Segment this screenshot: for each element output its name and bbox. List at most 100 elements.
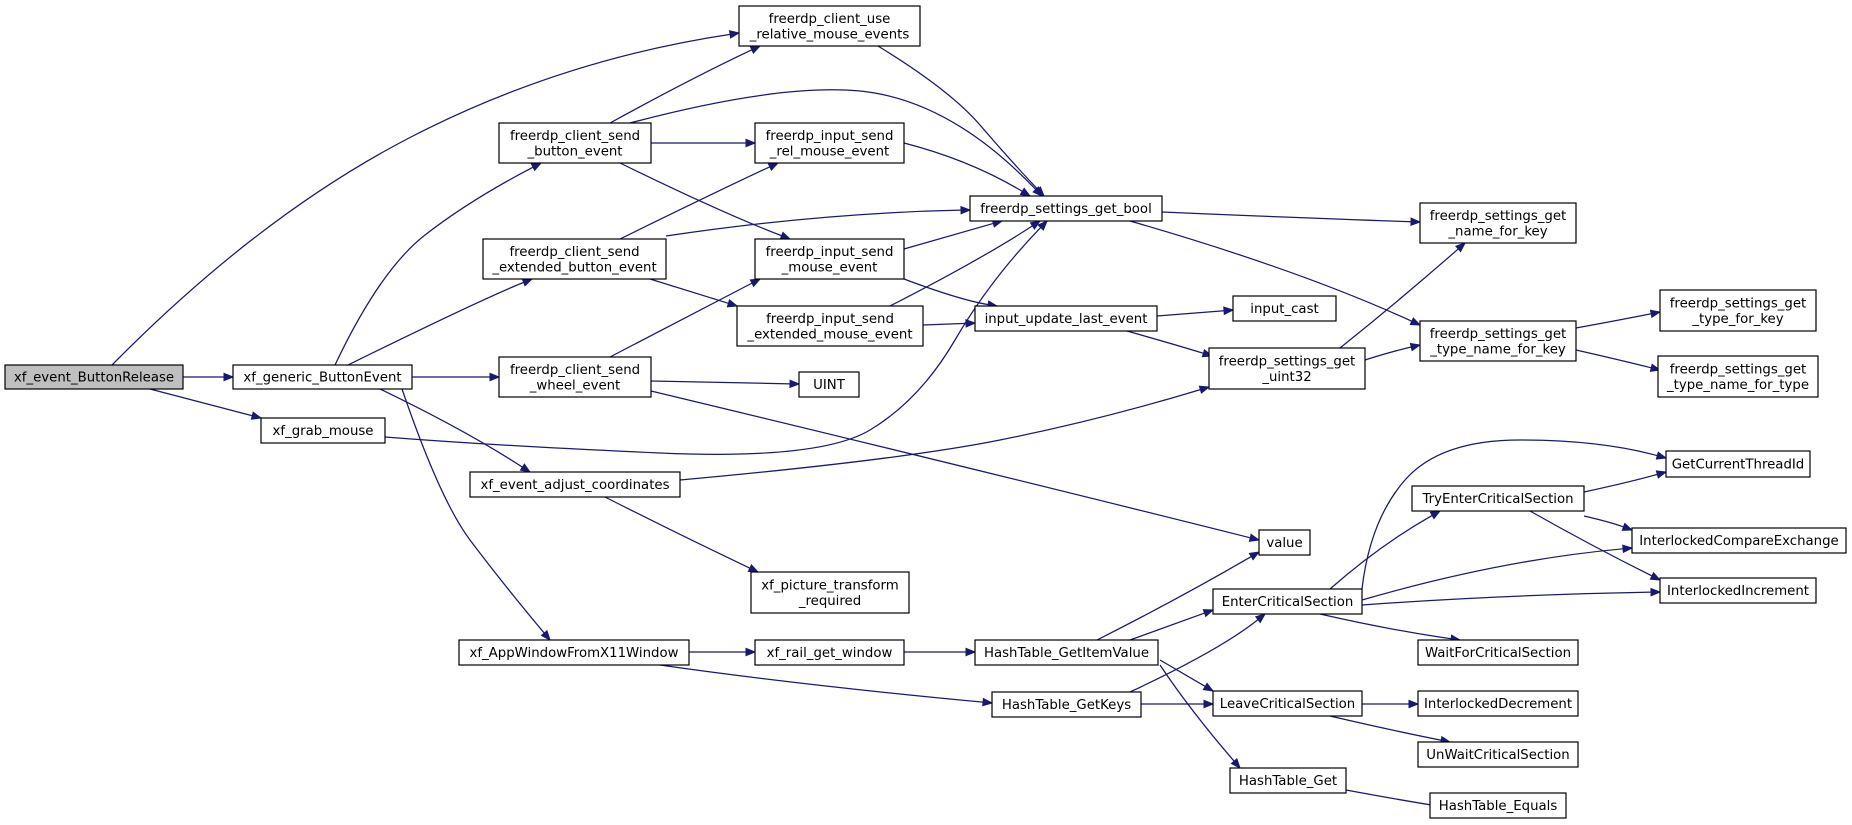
call-edge-n20-n25 [1339, 242, 1467, 349]
node-box [1258, 529, 1311, 556]
arrowhead-icon [1032, 186, 1043, 197]
function-node-n17[interactable]: HashTable_GetItemValue [974, 639, 1159, 666]
call-edge-n10-n16 [903, 278, 999, 309]
node-box [482, 238, 667, 280]
call-edge-n27-n35 [1583, 515, 1634, 531]
function-node-n13[interactable]: xf_picture_transform_required [750, 571, 910, 614]
arrowhead-icon [779, 231, 792, 240]
arrowhead-icon [1019, 187, 1032, 197]
function-node-n1[interactable]: xf_generic_ButtonEvent [232, 364, 413, 390]
function-node-n20[interactable]: freerdp_settings_get_uint32 [1208, 347, 1366, 390]
edge-line [1161, 211, 1412, 223]
node-label: _type_name_for_type [1666, 378, 1809, 393]
node-box [798, 371, 860, 398]
node-box [974, 639, 1159, 666]
call-edge-n6-n21 [650, 390, 1261, 542]
node-box [469, 471, 681, 498]
arrowhead-icon [1029, 220, 1042, 230]
node-box [498, 122, 652, 164]
node-box [4, 364, 184, 390]
call-edge-n4-n9 [651, 138, 757, 148]
function-node-n25[interactable]: freerdp_settings_get_name_for_key [1419, 202, 1577, 244]
edge-line [889, 225, 1033, 307]
arrowhead-icon [747, 564, 760, 573]
edge-line [379, 388, 523, 468]
arrowhead-icon [745, 647, 757, 657]
node-box [991, 691, 1142, 718]
edge-line [149, 388, 253, 417]
call-edge-n0-n2 [149, 388, 263, 420]
function-node-n0[interactable]: xf_event_ButtonRelease [4, 364, 184, 390]
call-edges [111, 30, 1668, 811]
function-node-n11[interactable]: freerdp_input_send_extended_mouse_event [736, 305, 924, 347]
node-label: UINT [813, 378, 846, 393]
call-edge-n2-n15 [384, 220, 1048, 455]
arrowhead-icon [1202, 609, 1215, 618]
edge-line [877, 45, 1039, 190]
arrowhead-icon [489, 372, 501, 382]
edge-line [334, 166, 534, 366]
node-box [1665, 450, 1811, 478]
edge-line [1529, 510, 1653, 577]
edge-line [629, 89, 1037, 190]
function-node-n21[interactable]: value [1258, 529, 1311, 556]
function-node-n30[interactable]: UnWaitCriticalSection [1417, 741, 1579, 768]
edge-line [619, 166, 771, 240]
function-node-n4[interactable]: freerdp_client_send_button_event [498, 122, 652, 164]
function-node-n32[interactable]: freerdp_settings_get_type_for_key [1659, 289, 1817, 332]
node-label: freerdp_settings_get [1219, 354, 1356, 369]
node-box [1208, 347, 1366, 390]
function-node-n2[interactable]: xf_grab_mouse [260, 417, 386, 444]
edge-line [609, 49, 753, 124]
function-node-n33[interactable]: freerdp_settings_get_type_name_for_type [1657, 355, 1819, 398]
function-node-n22[interactable]: EnterCriticalSection [1212, 588, 1363, 615]
arrowhead-icon [521, 278, 534, 287]
node-box [1659, 577, 1817, 604]
arrowhead-icon [767, 162, 780, 171]
call-edge-n17-n23 [1159, 659, 1215, 692]
function-node-n8[interactable]: xf_AppWindowFromX11Window [458, 639, 690, 666]
function-node-n26[interactable]: freerdp_settings_get_type_name_for_key [1419, 320, 1577, 362]
function-node-n36[interactable]: InterlockedIncrement [1659, 577, 1817, 604]
node-label: freerdp_input_send [766, 129, 894, 144]
edge-line [650, 380, 791, 385]
function-node-n34[interactable]: GetCurrentThreadId [1665, 450, 1811, 478]
node-box [1429, 792, 1567, 819]
arrowhead-icon [1254, 613, 1267, 624]
call-edge-n1-n8 [401, 388, 551, 642]
function-node-n16[interactable]: input_update_last_event [974, 305, 1158, 332]
function-node-n6[interactable]: freerdp_client_send_wheel_event [498, 356, 652, 398]
function-node-n19[interactable]: input_cast [1232, 295, 1337, 322]
call-edge-n27-n36 [1529, 510, 1662, 581]
function-node-n5[interactable]: freerdp_client_send_extended_button_even… [482, 238, 667, 280]
function-node-n27[interactable]: TryEnterCriticalSection [1411, 485, 1585, 512]
function-node-n15[interactable]: freerdp_settings_get_bool [969, 195, 1163, 222]
function-node-n35[interactable]: InterlockedCompareExchange [1631, 527, 1847, 554]
function-node-n18[interactable]: HashTable_GetKeys [991, 691, 1142, 718]
function-node-n3[interactable]: freerdp_client_use_relative_mouse_events [738, 5, 921, 47]
call-edge-n8-n14 [689, 647, 757, 657]
node-box [754, 122, 905, 164]
function-node-n23[interactable]: LeaveCriticalSection [1212, 690, 1363, 717]
node-box [754, 639, 905, 666]
node-label: LeaveCriticalSection [1220, 697, 1355, 712]
edge-line [401, 388, 545, 634]
edge-line [347, 281, 524, 366]
function-node-n24[interactable]: HashTable_Get [1229, 767, 1347, 794]
call-edge-n27-n34 [1583, 470, 1668, 493]
function-node-n28[interactable]: WaitForCriticalSection [1417, 639, 1579, 666]
function-node-n10[interactable]: freerdp_input_send_mouse_event [754, 238, 905, 280]
function-node-n12[interactable]: UINT [798, 371, 860, 398]
function-node-n9[interactable]: freerdp_input_send_rel_mouse_event [754, 122, 905, 164]
node-label: _extended_mouse_event [746, 327, 912, 342]
function-node-n14[interactable]: xf_rail_get_window [754, 639, 905, 666]
node-label: xf_event_ButtonRelease [14, 371, 174, 386]
arrowhead-icon [749, 278, 762, 288]
function-node-n31[interactable]: HashTable_Equals [1429, 792, 1567, 819]
edge-line [679, 389, 1201, 481]
function-node-n29[interactable]: InterlockedDecrement [1417, 690, 1579, 717]
edge-line [609, 282, 753, 358]
arrowhead-icon [982, 697, 994, 707]
call-edge-n22-n28 [1319, 613, 1462, 643]
function-node-n7[interactable]: xf_event_adjust_coordinates [469, 471, 681, 498]
